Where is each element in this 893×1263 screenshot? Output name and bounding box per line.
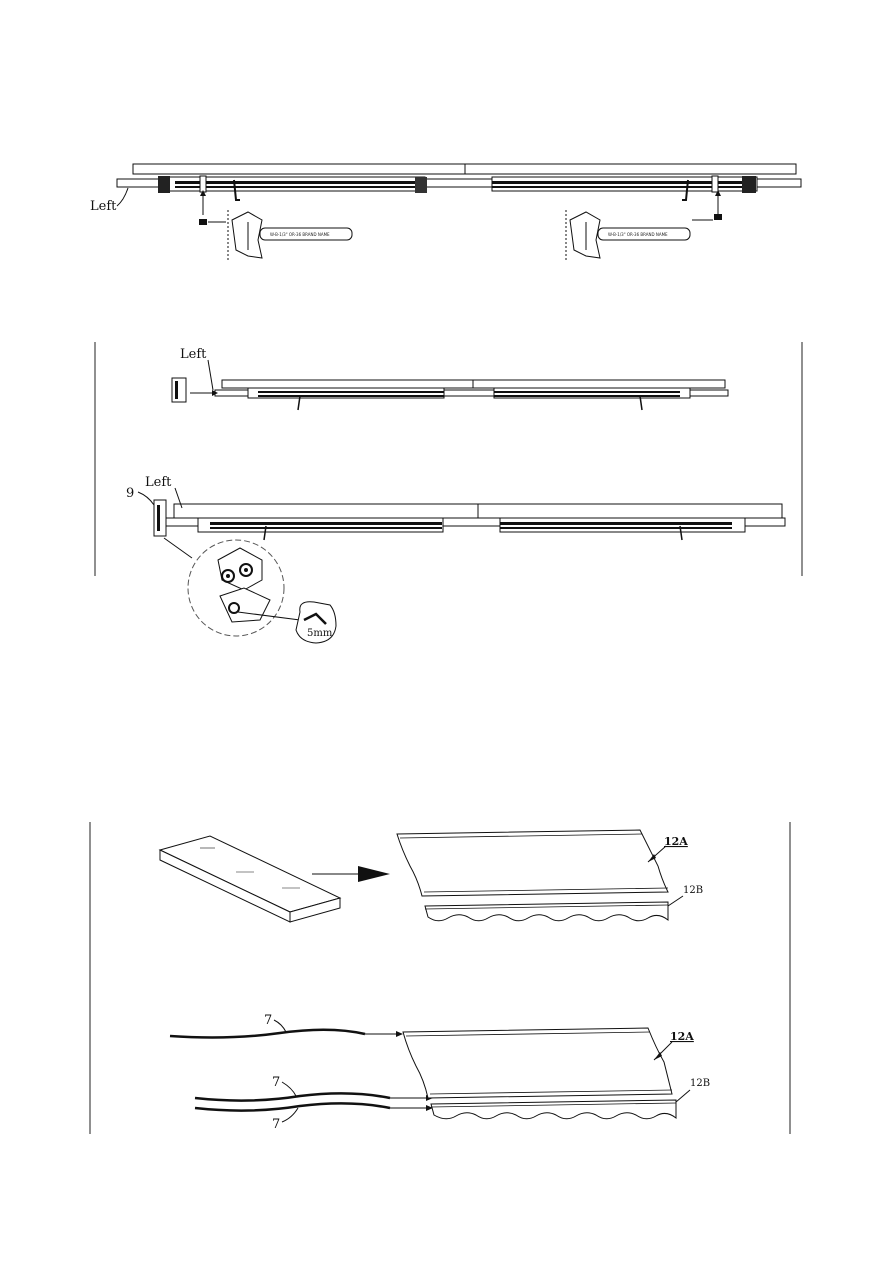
part-7-b: 7 [272,1075,280,1090]
fabric-12a-bottom [402,1027,673,1099]
panel-1-mounting: Left W-B-1/3" OR-36 BRAND NAME W-B-1/3" … [90,163,802,262]
part-7-a: 7 [264,1013,272,1028]
wrench-icon: W-B-1/3" OR-36 BRAND NAME [565,210,691,262]
part-12b-bottom: 12B [690,1078,710,1089]
allen-key-callout [295,601,337,644]
part-number-9: 9 [126,486,134,501]
left-label: Left [90,199,117,214]
part-12a-bottom: 12A [670,1030,694,1043]
part-12b-top: 12B [683,885,703,896]
left-bolt [199,219,207,225]
valance-12b-bottom [430,1099,677,1120]
rod-7-bottom [194,1102,391,1112]
allen-key-icon [303,612,327,625]
wrench-icon: W-B-1/3" OR-36 BRAND NAME [227,210,353,262]
left-bracket [158,176,170,193]
panel-2-end-cap: Left Left 9 [94,342,803,644]
panel-3-fabric: 12A 12B 7 7 7 12A 12B [89,822,791,1134]
left-label-bottom: Left [145,475,172,490]
end-cap [171,377,187,403]
roller-tube [116,178,802,188]
board-icon [158,835,342,923]
rod-7-middle [194,1092,391,1102]
rod-7-top [169,1028,366,1039]
part-12a-top: 12A [664,835,688,848]
left-label-top: Left [180,347,207,362]
right-bolt [714,214,722,220]
arrow-icon [358,866,390,882]
part-7-c: 7 [272,1117,280,1132]
svg-text:W-B-1/3" OR-36 BRAND NAME: W-B-1/3" OR-36 BRAND NAME [270,232,330,237]
right-bracket [742,176,756,193]
fabric-12a-top [396,829,669,897]
svg-text:W-B-1/3" OR-36 BRAND NAME: W-B-1/3" OR-36 BRAND NAME [608,232,668,237]
size-label: 5mm [307,628,333,639]
valance-12b-top [424,901,669,922]
